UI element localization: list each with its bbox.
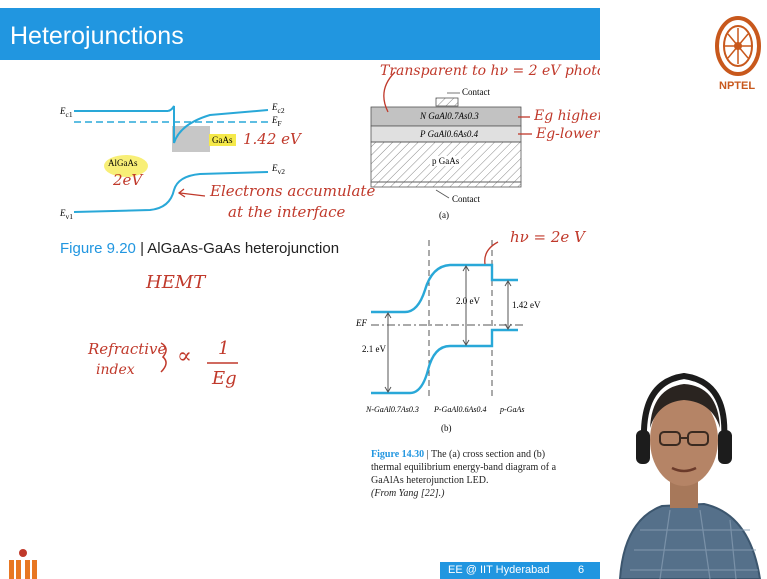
ev-line <box>73 171 269 213</box>
ev2-label: Ev2 <box>272 163 285 176</box>
cross-section <box>370 92 522 199</box>
algaas-box-label: AlGaAs <box>108 158 138 168</box>
note-eg-higher: Eg higher <box>534 108 600 124</box>
ef-level-label: EF <box>356 318 367 328</box>
contact-bottom-label: Contact <box>452 194 480 204</box>
note-refractive: Refractive <box>88 340 167 358</box>
region-pgaas-label: p-GaAs <box>500 405 525 414</box>
cb-line <box>371 263 518 314</box>
region-n-label: N-GaAl0.7As0.3 <box>366 405 419 414</box>
interface-arrowhead <box>177 188 186 198</box>
layer-n-label: N GaAl0.7As0.3 <box>420 111 479 121</box>
figure-9-20-text: | AlGaAs-GaAs heterojunction <box>140 240 340 257</box>
figure-14-30-source: (From Yang [22].) <box>371 488 445 499</box>
figure-9-20-caption: Figure 9.20 | AlGaAs-GaAs heterojunction <box>60 240 339 257</box>
brace-mark <box>160 342 167 373</box>
slide-footer: EE @ IIT Hyderabad 6 <box>440 562 600 579</box>
note-eg-lower: Eg-lower <box>536 126 600 142</box>
figure-14-30-number: Figure 14.30 <box>371 449 425 460</box>
ec1-label: Ec1 <box>60 106 73 119</box>
figure-14-30-caption: Figure 14.30 | The (a) cross section and… <box>371 448 571 500</box>
left-band-diagram <box>73 105 269 213</box>
interface-arrow <box>179 192 206 197</box>
transparent-leader <box>383 71 396 113</box>
slide: Heterojunctions <box>0 8 600 579</box>
note-proportional: ∝ <box>177 344 192 369</box>
note-one: 1 <box>218 338 230 359</box>
led-band-diagram <box>371 240 525 400</box>
region-p-label: P-GaAl0.6As0.4 <box>434 405 487 414</box>
note-eg: Eg <box>212 368 237 389</box>
gap-right-label: 1.42 eV <box>512 300 541 310</box>
footer-source: EE @ IIT Hyderabad <box>448 564 550 576</box>
figure-9-20-number: Figure 9.20 <box>60 240 136 257</box>
slide-title: Heterojunctions <box>10 22 184 50</box>
nptel-logo-text: NPTEL <box>719 80 756 92</box>
top-contact <box>435 97 459 107</box>
algaas-highlight <box>104 155 148 177</box>
gaas-box-label: GaAs <box>209 134 236 146</box>
photon-arrow <box>484 241 499 265</box>
contact-bottom-leader <box>435 189 450 199</box>
layer-p-label: P GaAl0.6As0.4 <box>420 129 479 139</box>
note-transparent: Transparent to hν = 2 eV photons <box>380 63 600 79</box>
ec2-line <box>167 105 269 144</box>
presenter-figure <box>618 372 762 579</box>
iit-logo-icon <box>9 549 37 579</box>
vb-line <box>371 328 518 395</box>
note-index: index <box>96 362 135 378</box>
title-bar: Heterojunctions <box>0 8 600 60</box>
contact-top-label: Contact <box>462 87 490 97</box>
presenter-webcam <box>600 330 767 579</box>
ec2-label: Ec2 <box>272 102 285 115</box>
note-gaas-gap: 1.42 eV <box>243 130 301 148</box>
figure-a-sublabel: (a) <box>439 210 449 220</box>
note-interface: at the interface <box>228 203 346 221</box>
figure-14-30-text: | The (a) cross section and (b) thermal … <box>371 449 557 486</box>
bottom-contact <box>370 181 522 188</box>
note-electrons: Electrons accumulate <box>210 182 376 200</box>
layer-substrate-label: p GaAs <box>430 156 462 166</box>
note-algaas-gap: 2eV <box>113 171 143 189</box>
ev1-label: Ev1 <box>60 208 73 221</box>
gap-left-label: 2.1 eV <box>362 344 386 354</box>
nptel-logo-icon <box>715 16 761 76</box>
figure-b-sublabel: (b) <box>441 423 452 433</box>
gap-mid-label: 2.0 eV <box>456 296 480 306</box>
note-hv: hν = 2e V <box>510 228 585 246</box>
note-hemt: HEMT <box>146 272 206 293</box>
footer-page-number: 6 <box>578 564 585 576</box>
interface-box <box>172 126 210 152</box>
ef-label: EF <box>272 115 282 128</box>
